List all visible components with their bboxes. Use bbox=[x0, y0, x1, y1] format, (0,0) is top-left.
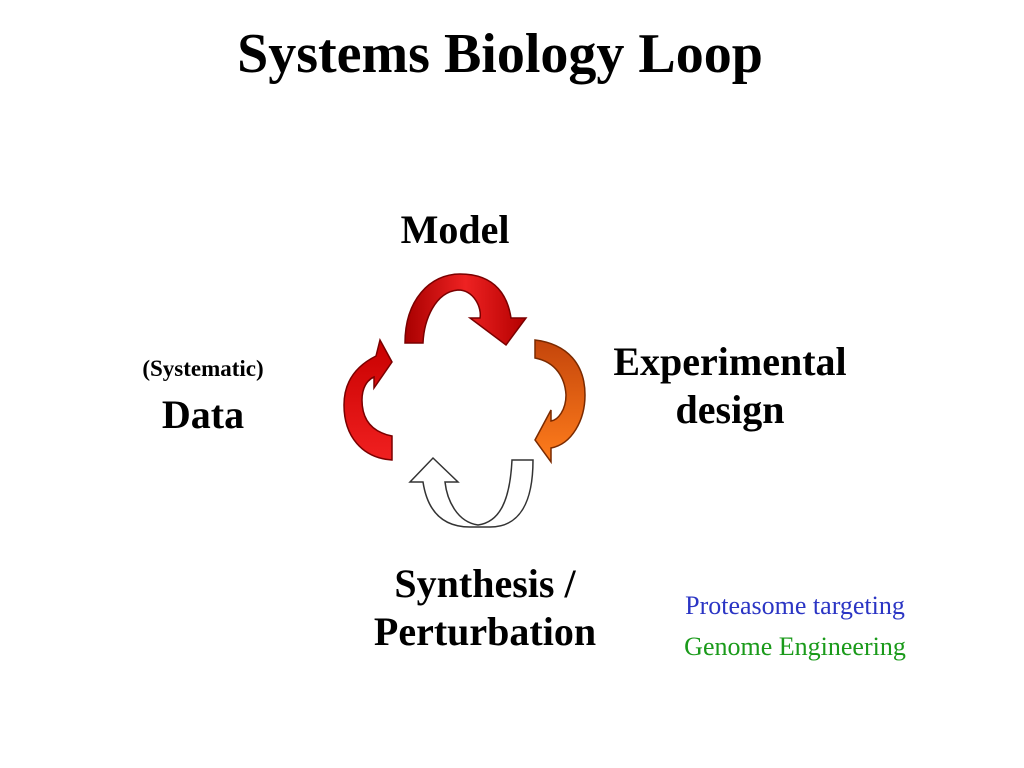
data-label: Data bbox=[161, 392, 245, 437]
data-arrow bbox=[343, 337, 393, 461]
note-proteasome-targeting: Proteasome targeting bbox=[685, 591, 905, 620]
synthesis-perturbation-label: Synthesis /Perturbation bbox=[373, 561, 597, 654]
slide-title: Systems Biology Loop bbox=[237, 23, 763, 85]
model-label: Model bbox=[400, 207, 510, 252]
experimental-design-arrow bbox=[534, 339, 586, 465]
note-genome-engineering: Genome Engineering bbox=[684, 632, 906, 661]
model-arrow bbox=[404, 273, 528, 347]
data-qualifier-label: (Systematic) bbox=[142, 356, 264, 381]
synthesis-arrow bbox=[408, 456, 534, 528]
